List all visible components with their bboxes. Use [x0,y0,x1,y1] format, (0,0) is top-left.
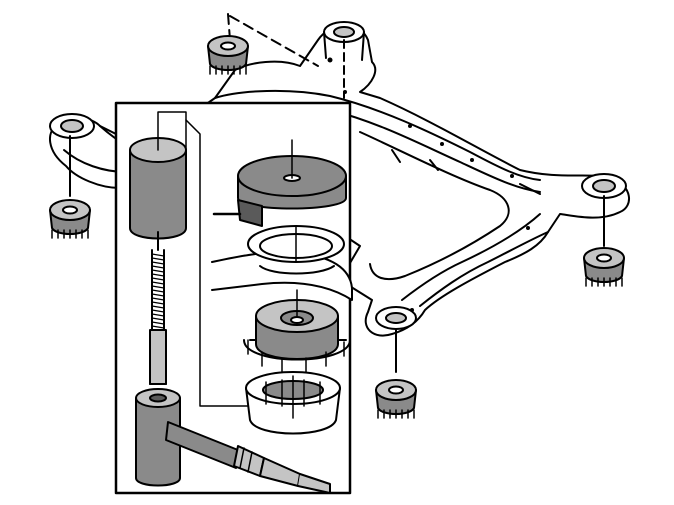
threaded-rod [149,249,167,385]
bushing-left [49,199,91,239]
frame-hole [470,158,474,162]
left-mount-boss [49,113,95,139]
press-cup [212,139,347,227]
rubber-bushing [243,289,351,373]
front-crossmember [214,89,541,181]
right-arm-edge [419,231,549,307]
bushings [49,35,625,419]
detail-inset [114,101,353,495]
rear-mount-tower [323,21,365,61]
frame-hole [327,57,333,63]
support-cup [245,371,341,435]
frame-inner-rail [391,149,541,195]
press-sleeve [129,111,187,251]
bushing-front [375,379,417,419]
extension-bar [165,421,331,494]
right-arm [401,213,541,301]
frame-hole [408,124,412,128]
rod-threads [151,253,165,329]
frame-bracket-section [211,225,353,301]
frame-hole [440,142,444,146]
frame-hole [526,226,530,230]
right-mount-boss [581,173,627,199]
frame-hole [510,174,514,178]
front-mount-boss [375,306,417,330]
puller-body [135,388,181,487]
bushing-right [583,247,625,287]
bushing-rear-left [207,35,249,75]
